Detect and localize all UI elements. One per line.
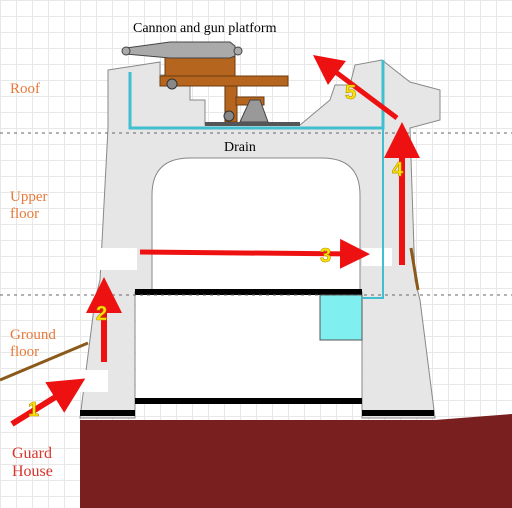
drain-pipe	[128, 60, 385, 130]
step-4-label: 4	[392, 159, 404, 181]
ground-floor-beam	[135, 398, 362, 404]
ground	[80, 414, 512, 508]
route-arrows	[10, 55, 420, 427]
upper-floor-label-1: Upper	[10, 189, 48, 205]
guard-house-label-1: Guard	[12, 445, 52, 462]
step-5-label: 5	[345, 82, 356, 104]
step-2-label: 2	[96, 303, 107, 325]
step-3-label: 3	[320, 245, 331, 267]
ground-floor-label-2: floor	[10, 344, 39, 360]
guard-house-label-2: House	[12, 463, 53, 480]
entrance-sill	[80, 410, 135, 416]
water-tank	[319, 294, 363, 341]
cannon	[121, 41, 300, 126]
arrow-step-3	[139, 238, 370, 269]
upper-doorway-right	[362, 248, 392, 266]
step-1-label: 1	[28, 399, 39, 421]
ladder-pole	[409, 247, 420, 291]
ground-floor-label-1: Ground	[10, 327, 56, 343]
right-base-sill	[362, 410, 434, 416]
upper-floor-beam	[135, 289, 362, 295]
diagram-title: Cannon and gun platform	[133, 21, 277, 36]
arrow-step-1	[10, 378, 86, 427]
roof-label: Roof	[10, 81, 40, 97]
drain-label: Drain	[224, 140, 256, 155]
upper-floor-label-2: floor	[10, 206, 39, 222]
arrow-step-5	[313, 55, 399, 120]
upper-floor-room	[151, 157, 361, 291]
guard-entrance	[80, 370, 108, 392]
stair-opening-left	[97, 248, 137, 270]
drain-downpipe	[362, 128, 384, 299]
guard-rope	[0, 341, 89, 382]
